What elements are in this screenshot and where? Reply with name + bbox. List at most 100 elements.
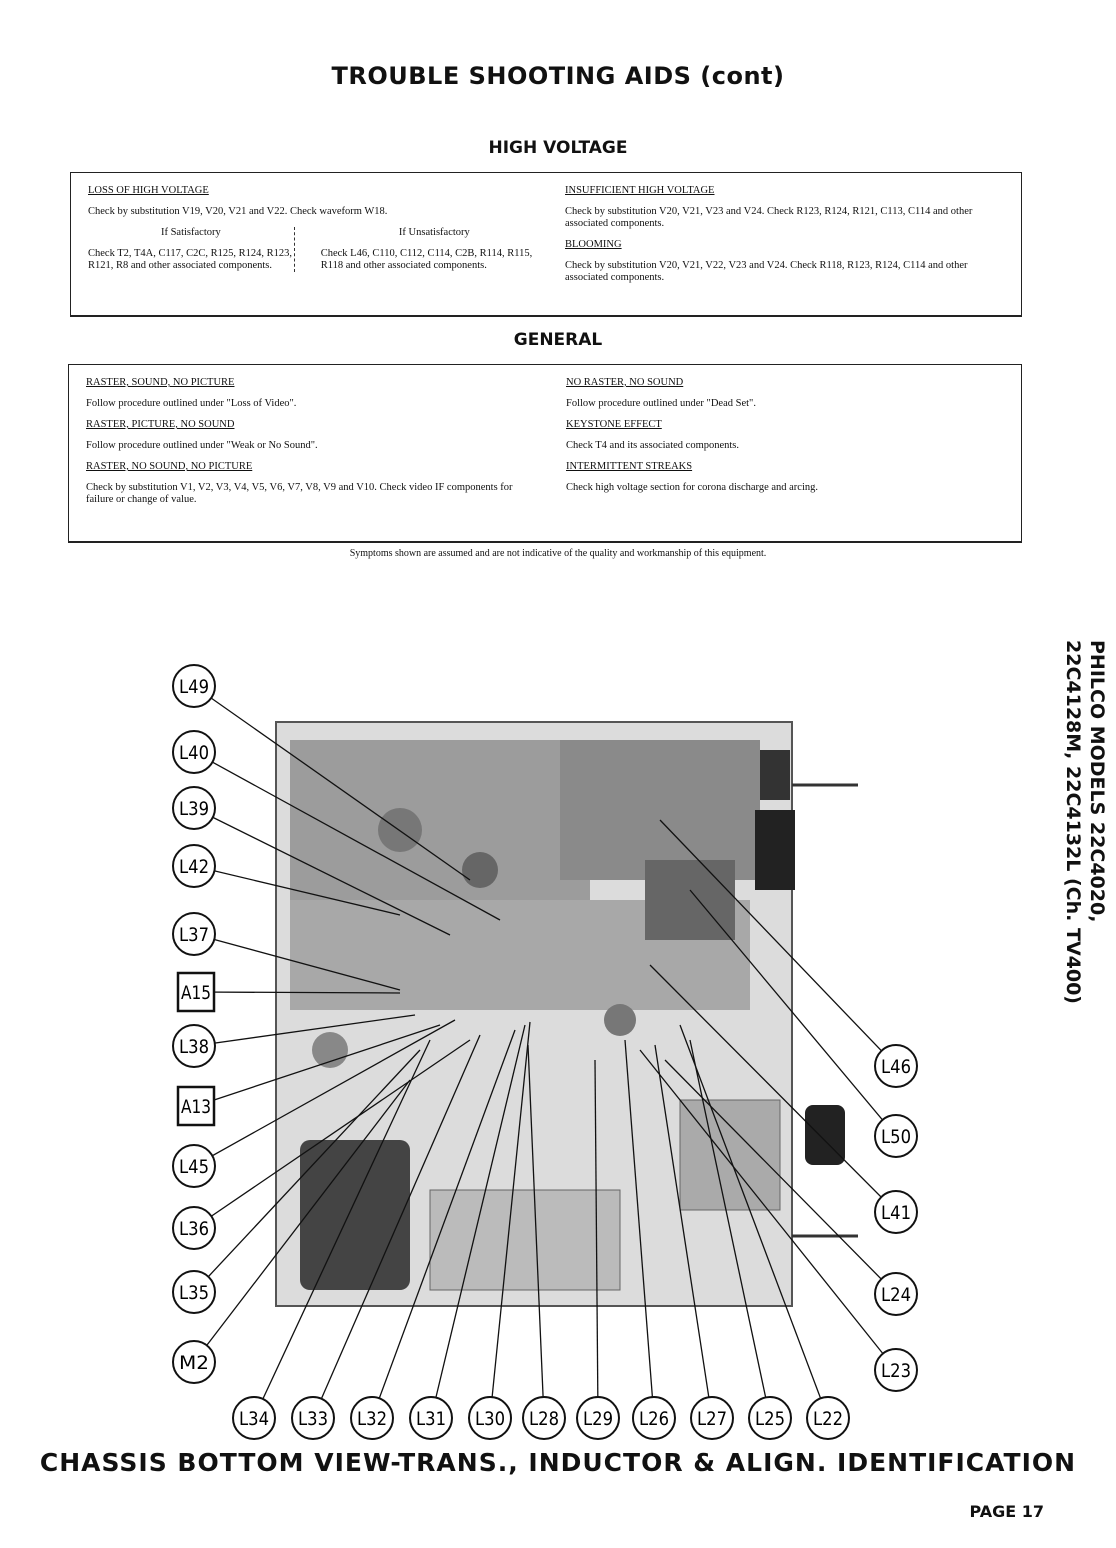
side-title-line2: 22C4128M, 22C4132L (Ch. TV400) <box>1062 640 1084 1004</box>
callout-l39-leader <box>193 807 451 936</box>
callout-l29: L29 <box>576 1396 620 1440</box>
callout-l22: L22 <box>806 1396 850 1440</box>
callout-l25: L25 <box>748 1396 792 1440</box>
side-title-line1: PHILCO MODELS 22C4020, <box>1086 640 1108 923</box>
callout-l23: L23 <box>874 1348 918 1392</box>
callout-text: L22 <box>813 1408 843 1430</box>
callout-l45: L45 <box>172 1144 216 1188</box>
symptom-heading: RASTER, SOUND, NO PICTURE <box>86 377 235 388</box>
symptom-text: Check T4 and its associated components. <box>566 440 740 451</box>
callout-l40: L40 <box>172 730 216 774</box>
insufficient-text: Check by substitution V20, V21, V23 and … <box>565 206 973 229</box>
unsatisfactory-text: Check L46, C110, C112, C114, C2B, R114, … <box>320 248 533 271</box>
symptom-heading: NO RASTER, NO SOUND <box>566 377 684 388</box>
high-voltage-title: HIGH VOLTAGE <box>488 138 628 158</box>
leader-lines <box>193 685 897 1419</box>
callout-l45-leader <box>193 1019 456 1167</box>
callout-l39: L39 <box>172 786 216 830</box>
callout-text: L24 <box>881 1284 911 1306</box>
callout-l38-leader <box>193 1014 416 1047</box>
callout-text: M2 <box>179 1352 209 1374</box>
callout-l49-leader <box>193 685 471 881</box>
symptom-text: Follow procedure outlined under "Loss of… <box>86 398 297 409</box>
callout-l38: L38 <box>172 1024 216 1068</box>
callout-l42: L42 <box>172 844 216 888</box>
symptom-heading: RASTER, PICTURE, NO SOUND <box>86 419 235 430</box>
page-title: TROUBLE SHOOTING AIDS (cont) <box>331 62 785 90</box>
callout-l32-leader <box>371 1029 516 1419</box>
callout-text: L26 <box>639 1408 669 1430</box>
callout-text: L25 <box>755 1408 785 1430</box>
general-left-column: RASTER, SOUND, NO PICTURE Follow procedu… <box>86 377 536 515</box>
callout-l28-leader <box>527 1044 545 1419</box>
callout-a15-leader <box>195 991 401 994</box>
callout-l49: L49 <box>172 664 216 708</box>
callout-text: L50 <box>881 1126 911 1148</box>
insufficient-heading: INSUFFICIENT HIGH VOLTAGE <box>565 185 715 196</box>
symptom-heading: INTERMITTENT STREAKS <box>566 461 693 472</box>
symptom-text: Follow procedure outlined under "Dead Se… <box>566 398 756 409</box>
callout-text: L45 <box>179 1156 209 1178</box>
general-title: GENERAL <box>513 330 603 350</box>
callout-l31-leader <box>430 1024 526 1419</box>
callout-text: L39 <box>179 798 209 820</box>
callout-l26: L26 <box>632 1396 676 1440</box>
callout-text: L41 <box>881 1202 911 1224</box>
callout-l50-leader <box>689 889 897 1137</box>
callout-l40-leader <box>193 751 501 921</box>
callout-l36-leader <box>193 1039 471 1229</box>
callout-l22-leader <box>679 1024 829 1419</box>
callout-m2-leader <box>193 1079 411 1363</box>
insufficient-high-voltage-section: INSUFFICIENT HIGH VOLTAGE Check by subst… <box>565 185 1005 293</box>
callout-text: L42 <box>179 856 209 878</box>
callout-l46-leader <box>659 819 897 1067</box>
general-right-column: NO RASTER, NO SOUND Follow procedure out… <box>566 377 1006 503</box>
callout-l24: L24 <box>874 1272 918 1316</box>
general-box: RASTER, SOUND, NO PICTURE Follow procedu… <box>68 364 1022 543</box>
if-satisfactory-label: If Satisfactory <box>160 227 221 238</box>
figure-title: CHASSIS BOTTOM VIEW-TRANS., INDUCTOR & A… <box>39 1448 1077 1477</box>
callout-text: L33 <box>298 1408 328 1430</box>
callout-text: A13 <box>181 1096 211 1118</box>
side-model-title: PHILCO MODELS 22C4020, 22C4128M, 22C4132… <box>1061 640 1109 1004</box>
callout-l32: L32 <box>350 1396 394 1440</box>
callout-l28: L28 <box>522 1396 566 1440</box>
blooming-heading: BLOOMING <box>565 239 622 250</box>
callout-text: L28 <box>529 1408 559 1430</box>
callout-text: L30 <box>475 1408 505 1430</box>
callout-l27-leader <box>654 1044 713 1419</box>
callout-l31: L31 <box>409 1396 453 1440</box>
callout-l36: L36 <box>172 1206 216 1250</box>
symptom-text: Check high voltage section for corona di… <box>566 482 819 493</box>
callout-text: L32 <box>357 1408 387 1430</box>
callout-text: L29 <box>583 1408 613 1430</box>
callout-text: L40 <box>179 742 209 764</box>
callout-text: L27 <box>697 1408 727 1430</box>
callout-l27: L27 <box>690 1396 734 1440</box>
callout-a13-leader <box>195 1024 441 1107</box>
callout-l42-leader <box>193 865 401 916</box>
symptom-heading: RASTER, NO SOUND, NO PICTURE <box>86 461 253 472</box>
loss-text: Check by substitution V19, V20, V21 and … <box>88 206 388 217</box>
symptom-text: Follow procedure outlined under "Weak or… <box>86 440 318 451</box>
callout-l24-leader <box>664 1059 897 1295</box>
callout-l25-leader <box>689 1039 771 1419</box>
callout-text: L34 <box>239 1408 269 1430</box>
callout-l46: L46 <box>874 1044 918 1088</box>
blooming-text: Check by substitution V20, V21, V22, V23… <box>565 260 968 283</box>
callout-text: L37 <box>179 924 209 946</box>
page-number: PAGE 17 <box>969 1502 1044 1521</box>
symptom-heading: KEYSTONE EFFECT <box>566 419 662 430</box>
callout-text: L46 <box>881 1056 911 1078</box>
callout-text: L35 <box>179 1282 209 1304</box>
loss-heading: LOSS OF HIGH VOLTAGE <box>88 185 209 196</box>
callout-l30-leader <box>489 1021 531 1419</box>
callout-l50: L50 <box>874 1114 918 1158</box>
callout-l34-leader <box>253 1039 431 1419</box>
callout-l41-leader <box>649 964 897 1213</box>
satisfactory-text: Check T2, T4A, C117, C2C, R125, R124, R1… <box>88 248 292 271</box>
callout-text: A15 <box>181 982 211 1004</box>
callout-text: L31 <box>416 1408 446 1430</box>
